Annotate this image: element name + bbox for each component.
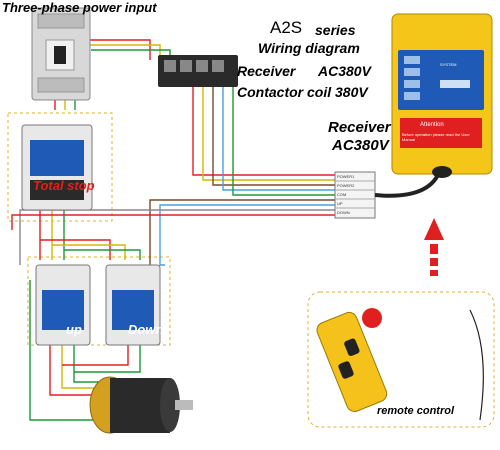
- model-name: A2S: [270, 18, 303, 37]
- terminal-label-com: COM: [337, 192, 347, 197]
- down-contactor: [105, 264, 161, 346]
- receiver-system-label: SYSTEM: [440, 62, 457, 67]
- terminal-label-power2: POWER2: [337, 183, 355, 188]
- terminal-label-up: UP: [337, 201, 343, 206]
- receiver-label-2: Receiver: [328, 119, 391, 136]
- terminal-label-down: DOWN: [337, 210, 350, 215]
- receiver-terminal-strip: [334, 171, 376, 219]
- total-stop-frame: [7, 112, 113, 222]
- circuit-breaker: [31, 7, 91, 101]
- receiver-attention-title: Attention: [420, 122, 444, 128]
- down-label: Down: [128, 322, 164, 337]
- remote-control-label: remote control: [377, 405, 455, 417]
- remote-frame: [307, 291, 495, 428]
- receiver-box: [391, 13, 493, 178]
- total-stop-contactor: [21, 124, 93, 211]
- terminal-label-power1: POWER1: [337, 174, 355, 179]
- contactor-coil-label: Contactor coil 380V: [237, 84, 368, 100]
- series-label: series: [315, 22, 356, 38]
- signal-arrow: [424, 218, 444, 276]
- diagram-title: Three-phase power input: [2, 0, 157, 15]
- updown-frame: [27, 256, 171, 346]
- total-stop-label: Total stop: [33, 178, 95, 193]
- motor: [89, 376, 193, 434]
- up-contactor: [35, 264, 91, 346]
- receiver-attention-text: Before operation please read the User Ma…: [402, 132, 470, 142]
- receiver-label: Receiver: [237, 63, 296, 79]
- terminal-block-top: [158, 55, 238, 87]
- remote-pendant: [316, 308, 484, 421]
- receiver-voltage: AC380V: [318, 63, 371, 79]
- receiver-voltage-2: AC380V: [332, 137, 389, 154]
- wiring-diagram-label: Wiring diagram: [258, 40, 360, 56]
- up-label: up: [66, 322, 82, 337]
